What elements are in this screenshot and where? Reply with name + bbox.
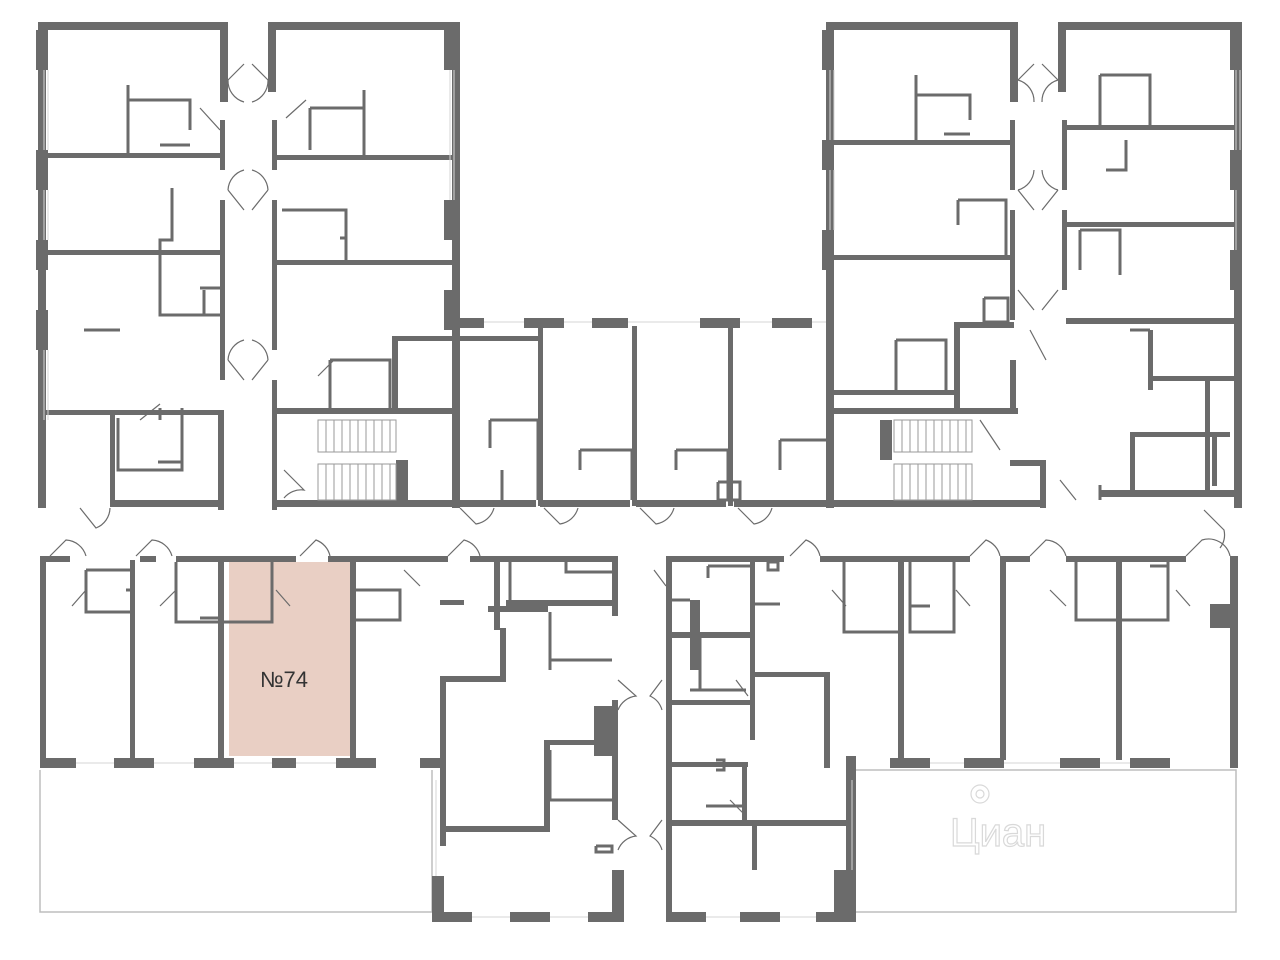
window-lines	[43, 70, 1241, 918]
staircase-left	[317, 419, 397, 501]
apartment-74[interactable]: №74	[229, 562, 350, 756]
partitions	[84, 73, 1170, 854]
apartment-74-label: №74	[260, 667, 308, 692]
watermark: Циан	[949, 784, 1047, 856]
walls	[36, 22, 1242, 922]
watermark-text: Циан	[950, 811, 1046, 855]
terrace-outlines	[39, 769, 1237, 913]
cian-logo-icon	[970, 784, 990, 804]
staircase-right	[893, 419, 973, 501]
door-swings	[49, 63, 1231, 851]
apartment-74-area[interactable]	[229, 562, 350, 756]
